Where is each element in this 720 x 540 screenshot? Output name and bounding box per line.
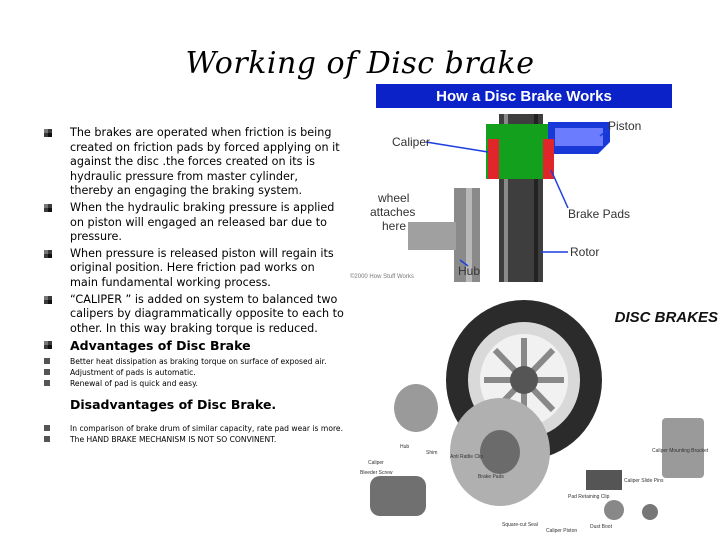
hub-callout: Hub bbox=[400, 444, 409, 450]
caliper-label: Caliper bbox=[392, 135, 430, 149]
bullet-item: “CALIPER ” is added on system to balance… bbox=[44, 293, 344, 337]
disadvantage-text: In comparison of brake drum of similar c… bbox=[70, 424, 344, 434]
bullet-icon bbox=[44, 425, 52, 433]
copyright-text: ©2000 How Stuff Works bbox=[350, 273, 414, 280]
bullet-icon bbox=[44, 341, 52, 350]
bullet-item: When the hydraulic braking pressure is a… bbox=[44, 201, 344, 245]
disadvantage-text: The HAND BRAKE MECHANISM IS NOT SO CONVI… bbox=[70, 435, 277, 445]
rotor-label: Rotor bbox=[570, 245, 599, 259]
advantage-text: Adjustment of pads is automatic. bbox=[70, 368, 196, 378]
hub-part bbox=[394, 384, 438, 432]
brake-rotor bbox=[450, 398, 550, 506]
hub bbox=[408, 222, 456, 250]
shim-callout: Shim bbox=[426, 450, 437, 456]
dust-boot-callout: Dust Boot bbox=[590, 524, 613, 530]
mounting-bracket-part bbox=[662, 418, 704, 478]
seal-callout: Square-cut Seal bbox=[502, 522, 538, 528]
bullet-icon bbox=[44, 203, 52, 212]
brake-pads-callout: Brake Pads bbox=[478, 474, 504, 480]
disadvantages-heading-item: Disadvantages of Disc Brake. bbox=[44, 397, 344, 412]
brake-pads-label: Brake Pads bbox=[568, 207, 630, 221]
diagram-banner-text: How a Disc Brake Works bbox=[436, 88, 612, 105]
piston-callout: Caliper Piston bbox=[546, 528, 577, 534]
caliper-body bbox=[486, 124, 548, 179]
wheel-attaches-label: wheel attaches here bbox=[370, 191, 415, 233]
retaining-clip-callout: Pad Retaining Clip bbox=[568, 494, 610, 500]
bullet-text: When pressure is released piston will re… bbox=[70, 246, 334, 289]
hub-label: Hub bbox=[458, 264, 480, 278]
piston-label: Piston bbox=[608, 119, 641, 133]
page-title: Working of Disc brake bbox=[185, 46, 535, 81]
brake-pad-left bbox=[488, 139, 499, 179]
bullet-icon bbox=[44, 380, 52, 388]
advantage-item: Better heat dissipation as braking torqu… bbox=[44, 357, 344, 367]
slide-pins-callout: Caliper Slide Pins bbox=[624, 478, 664, 484]
dust-boot-part bbox=[642, 504, 658, 520]
bullet-icon bbox=[44, 249, 52, 258]
advantage-item: Renewal of pad is quick and easy. bbox=[44, 379, 344, 389]
bullet-icon bbox=[44, 358, 52, 366]
bullet-icon bbox=[44, 129, 52, 137]
disc-brake-diagram: How a Disc Brake Works Caliper Piston Br… bbox=[348, 84, 672, 282]
bullet-text: “CALIPER ” is added on system to balance… bbox=[70, 292, 344, 335]
svg-text:attaches: attaches bbox=[370, 205, 415, 219]
bleeder-callout: Bleeder Screw bbox=[360, 470, 393, 476]
caliper-callout: Caliper bbox=[368, 460, 384, 466]
advantage-text: Better heat dissipation as braking torqu… bbox=[70, 357, 327, 367]
advantages-heading-item: Advantages of Disc Brake bbox=[44, 338, 344, 353]
bullet-icon bbox=[44, 295, 52, 304]
disadvantage-item: In comparison of brake drum of similar c… bbox=[44, 424, 344, 434]
advantage-item: Adjustment of pads is automatic. bbox=[44, 368, 344, 378]
disadvantage-item: The HAND BRAKE MECHANISM IS NOT SO CONVI… bbox=[44, 435, 344, 445]
bullet-text: When the hydraulic braking pressure is a… bbox=[70, 200, 335, 244]
disadvantages-heading: Disadvantages of Disc Brake. bbox=[70, 397, 277, 413]
bullet-icon bbox=[44, 369, 52, 377]
mounting-bracket-callout: Caliper Mounting Bracket bbox=[652, 448, 709, 454]
advantages-heading: Advantages of Disc Brake bbox=[70, 338, 251, 354]
piston-part bbox=[604, 500, 624, 520]
svg-text:here: here bbox=[382, 219, 406, 233]
disc-brakes-logo: DISC BRAKES bbox=[615, 309, 718, 326]
bullet-item: The brakes are operated when friction is… bbox=[44, 126, 344, 199]
bullet-item: When pressure is released piston will re… bbox=[44, 247, 344, 291]
disc-brakes-exploded-image: DISC BRAKES Hub Shim Caliper Bleeder Scr… bbox=[352, 298, 720, 540]
brake-pad-part bbox=[586, 470, 622, 490]
brake-pad-right bbox=[543, 139, 554, 179]
bullet-icon bbox=[44, 436, 52, 444]
advantage-text: Renewal of pad is quick and easy. bbox=[70, 379, 198, 389]
caliper-part bbox=[370, 476, 426, 516]
anti-rattle-callout: Anti Rattle Clip bbox=[450, 454, 483, 460]
text-column: The brakes are operated when friction is… bbox=[44, 126, 344, 446]
svg-text:wheel: wheel bbox=[377, 191, 409, 205]
bullet-text: The brakes are operated when friction is… bbox=[70, 126, 340, 198]
diagram-banner bbox=[376, 84, 672, 108]
